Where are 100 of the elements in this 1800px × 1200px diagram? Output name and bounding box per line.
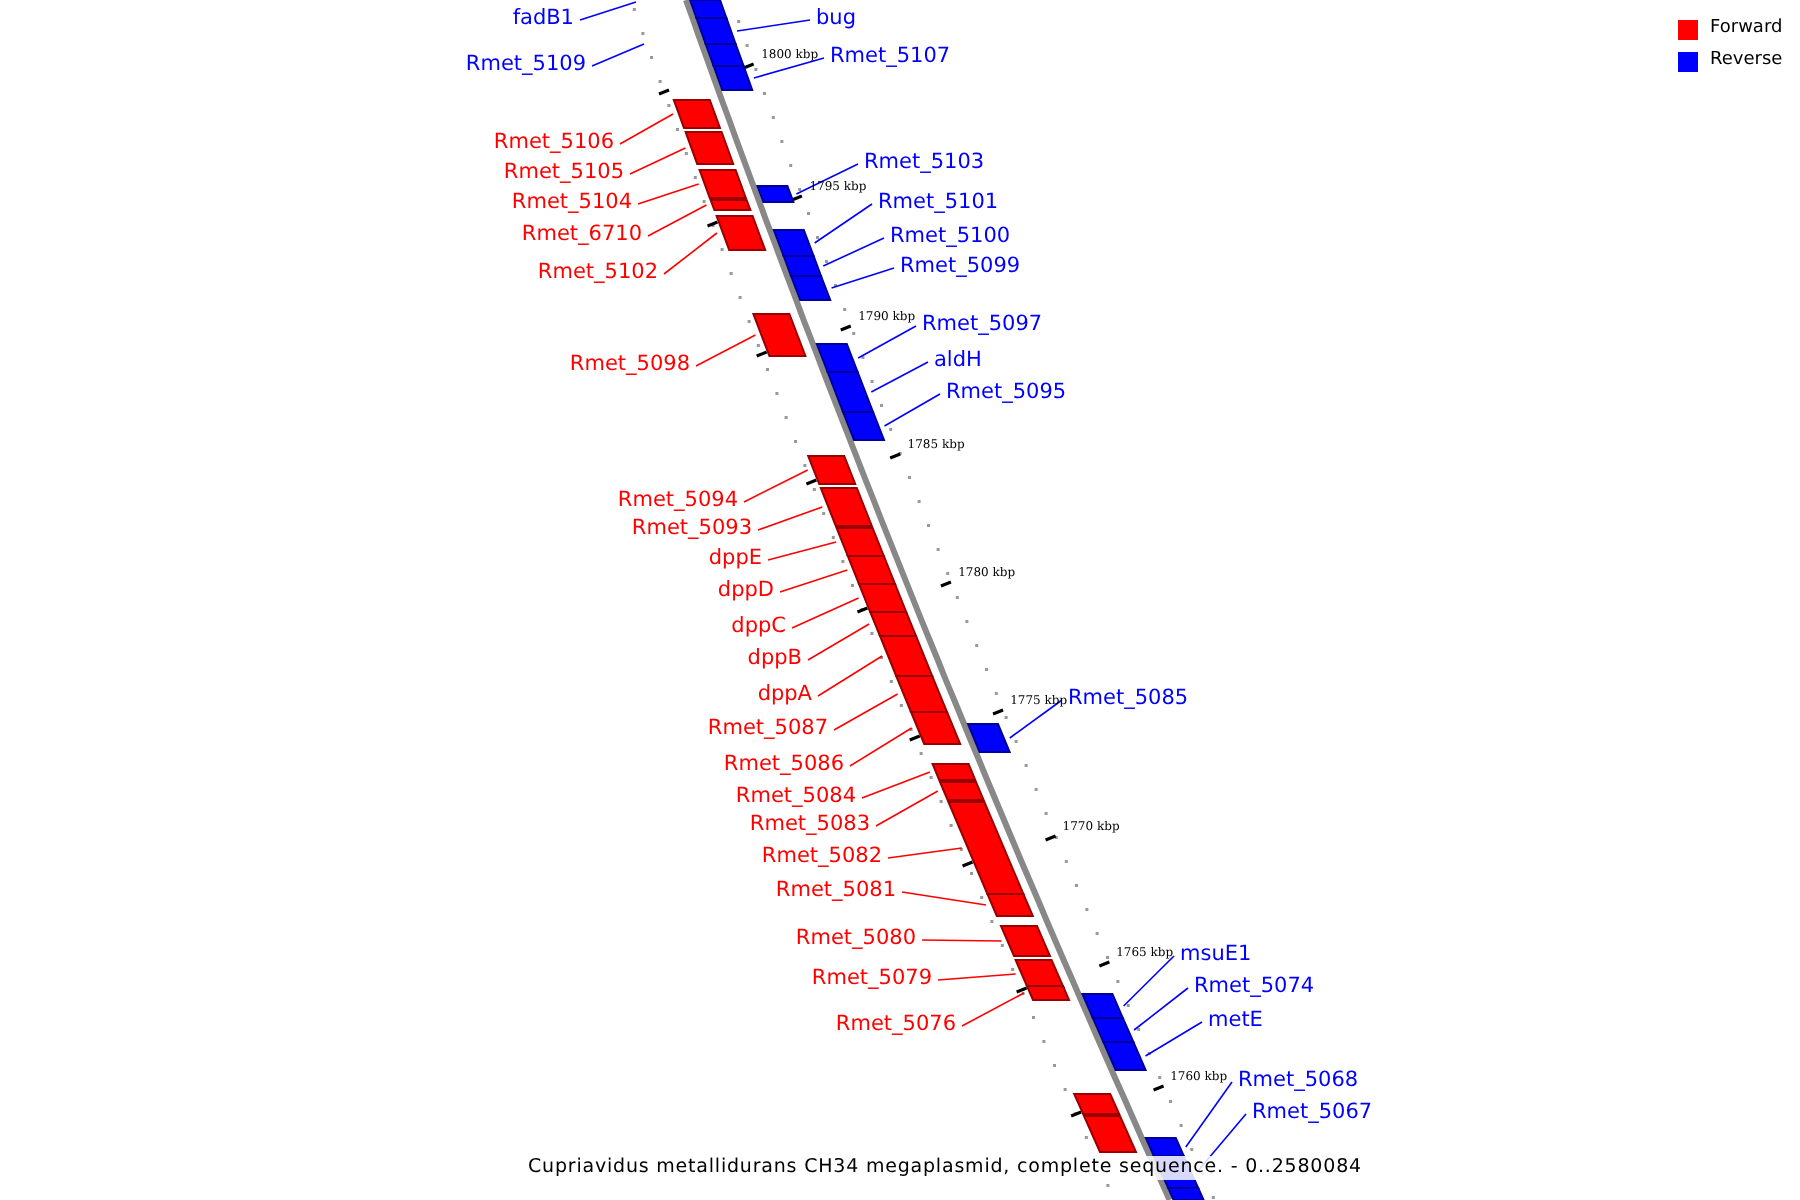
gene-block bbox=[857, 583, 908, 613]
leader-line bbox=[875, 790, 939, 827]
gene-block bbox=[846, 555, 897, 585]
gene-label: Rmet_5080 bbox=[795, 926, 916, 952]
leader-line bbox=[591, 43, 645, 67]
leader-line bbox=[695, 334, 757, 367]
leader-line bbox=[937, 973, 1017, 981]
leader-line bbox=[647, 204, 708, 237]
gene-label: Rmet_5079 bbox=[811, 966, 932, 992]
gene-block bbox=[1091, 1017, 1135, 1043]
gene-block bbox=[1025, 985, 1071, 1001]
gene-label: Rmet_5086 bbox=[723, 752, 844, 778]
gene-label: Rmet_5109 bbox=[465, 52, 586, 78]
gene-label: Rmet_5082 bbox=[761, 844, 882, 870]
gene-label: fadB1 bbox=[512, 6, 574, 32]
gene-block bbox=[751, 313, 807, 357]
gene-label: bug bbox=[816, 6, 856, 32]
gene-label: Rmet_5067 bbox=[1252, 1100, 1373, 1126]
leader-line bbox=[779, 569, 849, 593]
gene-label: Rmet_5103 bbox=[864, 150, 985, 176]
leader-line bbox=[887, 847, 963, 859]
gene-block bbox=[695, 17, 737, 45]
gene-label: dppB bbox=[747, 646, 802, 672]
gene-block bbox=[712, 65, 754, 91]
leader-line bbox=[1133, 987, 1189, 1031]
gene-block bbox=[826, 371, 875, 413]
gene-label: Rmet_5097 bbox=[922, 312, 1043, 338]
gene-label: Rmet_5105 bbox=[503, 160, 624, 186]
gene-label: metE bbox=[1208, 1008, 1263, 1034]
leader-line bbox=[637, 183, 700, 205]
leader-line bbox=[817, 655, 883, 697]
gene-label: dppE bbox=[708, 546, 762, 572]
leader-line bbox=[791, 597, 860, 629]
leader-line bbox=[1144, 1021, 1203, 1057]
gene-block bbox=[894, 675, 949, 713]
gene-block bbox=[819, 487, 874, 527]
leader-line bbox=[921, 939, 1003, 942]
gene-block bbox=[715, 215, 767, 251]
gene-label: Rmet_5081 bbox=[775, 878, 896, 904]
leader-line bbox=[619, 113, 674, 145]
leader-line bbox=[901, 891, 987, 906]
legend-label: Forward bbox=[1710, 18, 1783, 40]
gene-label: Rmet_5106 bbox=[493, 130, 614, 156]
leader-line bbox=[1009, 699, 1063, 739]
gene-block bbox=[909, 711, 962, 745]
gene-block bbox=[782, 255, 823, 277]
gene-label: aldH bbox=[934, 348, 982, 374]
leader-line bbox=[753, 57, 825, 79]
gene-block bbox=[1101, 1041, 1148, 1071]
leader-line bbox=[579, 1, 637, 21]
gene-label: Rmet_5093 bbox=[631, 516, 752, 542]
gene-block bbox=[966, 723, 1012, 753]
gene-label: Rmet_5068 bbox=[1238, 1068, 1359, 1094]
gene-label: Rmet_5074 bbox=[1194, 974, 1315, 1000]
leader-line bbox=[813, 203, 873, 244]
leader-line bbox=[849, 727, 913, 767]
gene-block bbox=[1072, 1093, 1121, 1115]
gene-label: Rmet_5101 bbox=[878, 190, 999, 216]
gene-block bbox=[672, 99, 722, 129]
gene-block bbox=[755, 185, 795, 203]
leader-line bbox=[736, 19, 811, 32]
gene-label: Rmet_6710 bbox=[521, 222, 642, 248]
gene-label: Rmet_5087 bbox=[707, 716, 828, 742]
leader-line bbox=[870, 361, 929, 393]
leader-line bbox=[1122, 955, 1175, 1007]
gene-block bbox=[688, 0, 728, 19]
leader-line bbox=[1185, 1081, 1233, 1148]
leader-line bbox=[833, 693, 899, 731]
gene-block bbox=[806, 455, 857, 485]
gene-label: msuE1 bbox=[1180, 942, 1252, 968]
gene-block bbox=[789, 275, 832, 301]
gene-label: dppA bbox=[757, 682, 812, 708]
gene-label: dppC bbox=[731, 614, 786, 640]
leader-line bbox=[743, 469, 809, 503]
gene-block bbox=[841, 411, 886, 441]
leader-line bbox=[883, 393, 941, 427]
leader-line bbox=[629, 147, 687, 175]
gene-block bbox=[684, 131, 735, 165]
leader-line bbox=[767, 541, 837, 561]
gene-label: Rmet_5102 bbox=[537, 260, 658, 286]
gene-label: Rmet_5095 bbox=[946, 380, 1067, 406]
leader-line bbox=[807, 623, 870, 661]
leader-line bbox=[757, 506, 824, 531]
gene-label: Rmet_5084 bbox=[735, 784, 856, 810]
gene-label: dppD bbox=[717, 578, 774, 604]
leader-line bbox=[795, 163, 859, 195]
leader-line bbox=[830, 267, 895, 289]
gene-label: Rmet_5076 bbox=[835, 1012, 956, 1038]
gene-label: Rmet_5098 bbox=[569, 352, 690, 378]
gene-block bbox=[868, 611, 918, 637]
gene-label: Rmet_5100 bbox=[890, 224, 1011, 250]
gene-label: Rmet_5085 bbox=[1068, 686, 1189, 712]
gene-block bbox=[704, 43, 746, 67]
leader-line bbox=[822, 237, 885, 267]
leader-line bbox=[961, 992, 1025, 1027]
leader-line bbox=[857, 325, 917, 359]
leader-line bbox=[861, 771, 931, 799]
gene-label: Rmet_5107 bbox=[830, 44, 951, 70]
caption: Cupriavidus metallidurans CH34 megaplasmid, complete sequence. - 0..2580084 bbox=[528, 1156, 1362, 1180]
leader-line bbox=[663, 232, 718, 275]
